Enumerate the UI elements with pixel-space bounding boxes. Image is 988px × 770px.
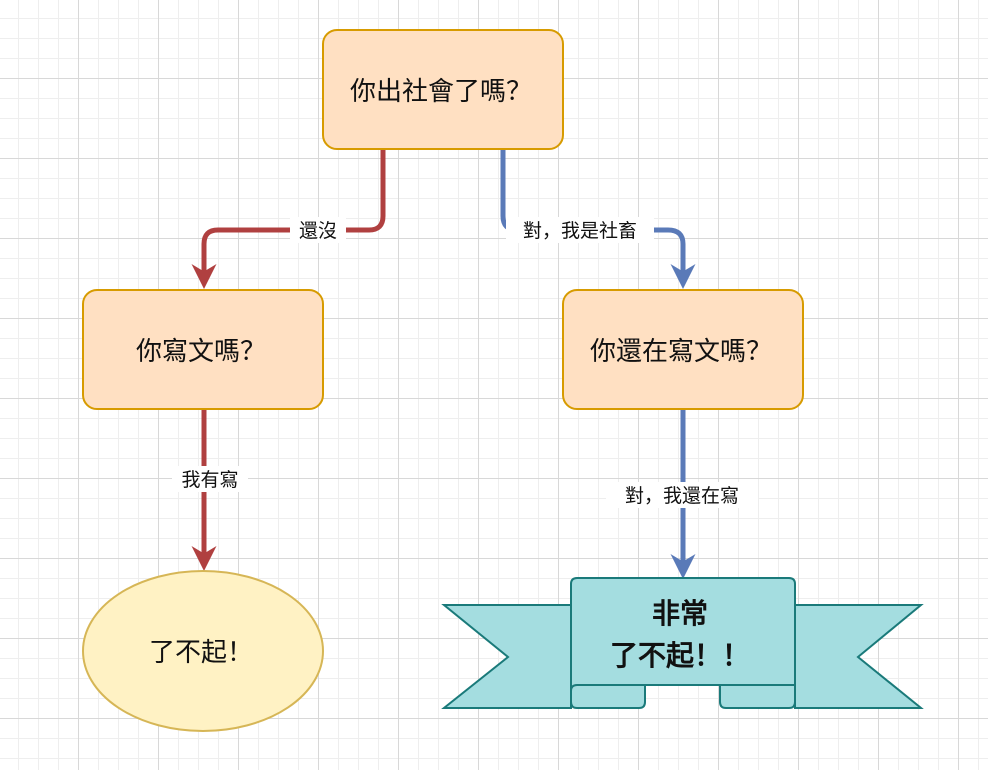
banner-left-fold xyxy=(570,684,646,709)
node-end-right-label-line2: 了不起！！ xyxy=(610,639,750,672)
banner-right-fold xyxy=(719,684,796,709)
node-end-right-label-line1: 非常 xyxy=(652,597,708,630)
edge-label-q1-to-q3: 對，我是社畜 xyxy=(523,220,637,242)
edge-label-q3-to-end-right: 對，我還在寫 xyxy=(625,485,739,507)
node-q3-label: 你還在寫文嗎？ xyxy=(590,337,772,367)
node-end-left-label: 了不起！ xyxy=(149,638,253,668)
edge-q1-to-q2[interactable] xyxy=(191,149,386,289)
edge-label-q2-to-end-left: 我有寫 xyxy=(181,469,238,491)
node-q2-label: 你寫文嗎？ xyxy=(136,337,266,367)
node-end-left[interactable]: 了不起！ xyxy=(82,570,324,732)
banner-right-tail xyxy=(794,604,924,709)
node-q3[interactable]: 你還在寫文嗎？ xyxy=(562,289,804,410)
node-end-right[interactable]: 非常 了不起！！ xyxy=(441,577,924,709)
node-q1[interactable]: 你出社會了嗎？ xyxy=(322,29,564,150)
banner-left-tail xyxy=(441,604,572,709)
node-q2[interactable]: 你寫文嗎？ xyxy=(82,289,324,410)
edge-label-q1-to-q2: 還沒 xyxy=(299,220,337,242)
banner-front xyxy=(570,577,796,692)
edge-q1-to-q3[interactable] xyxy=(500,149,696,289)
node-q1-label: 你出社會了嗎？ xyxy=(350,77,532,107)
